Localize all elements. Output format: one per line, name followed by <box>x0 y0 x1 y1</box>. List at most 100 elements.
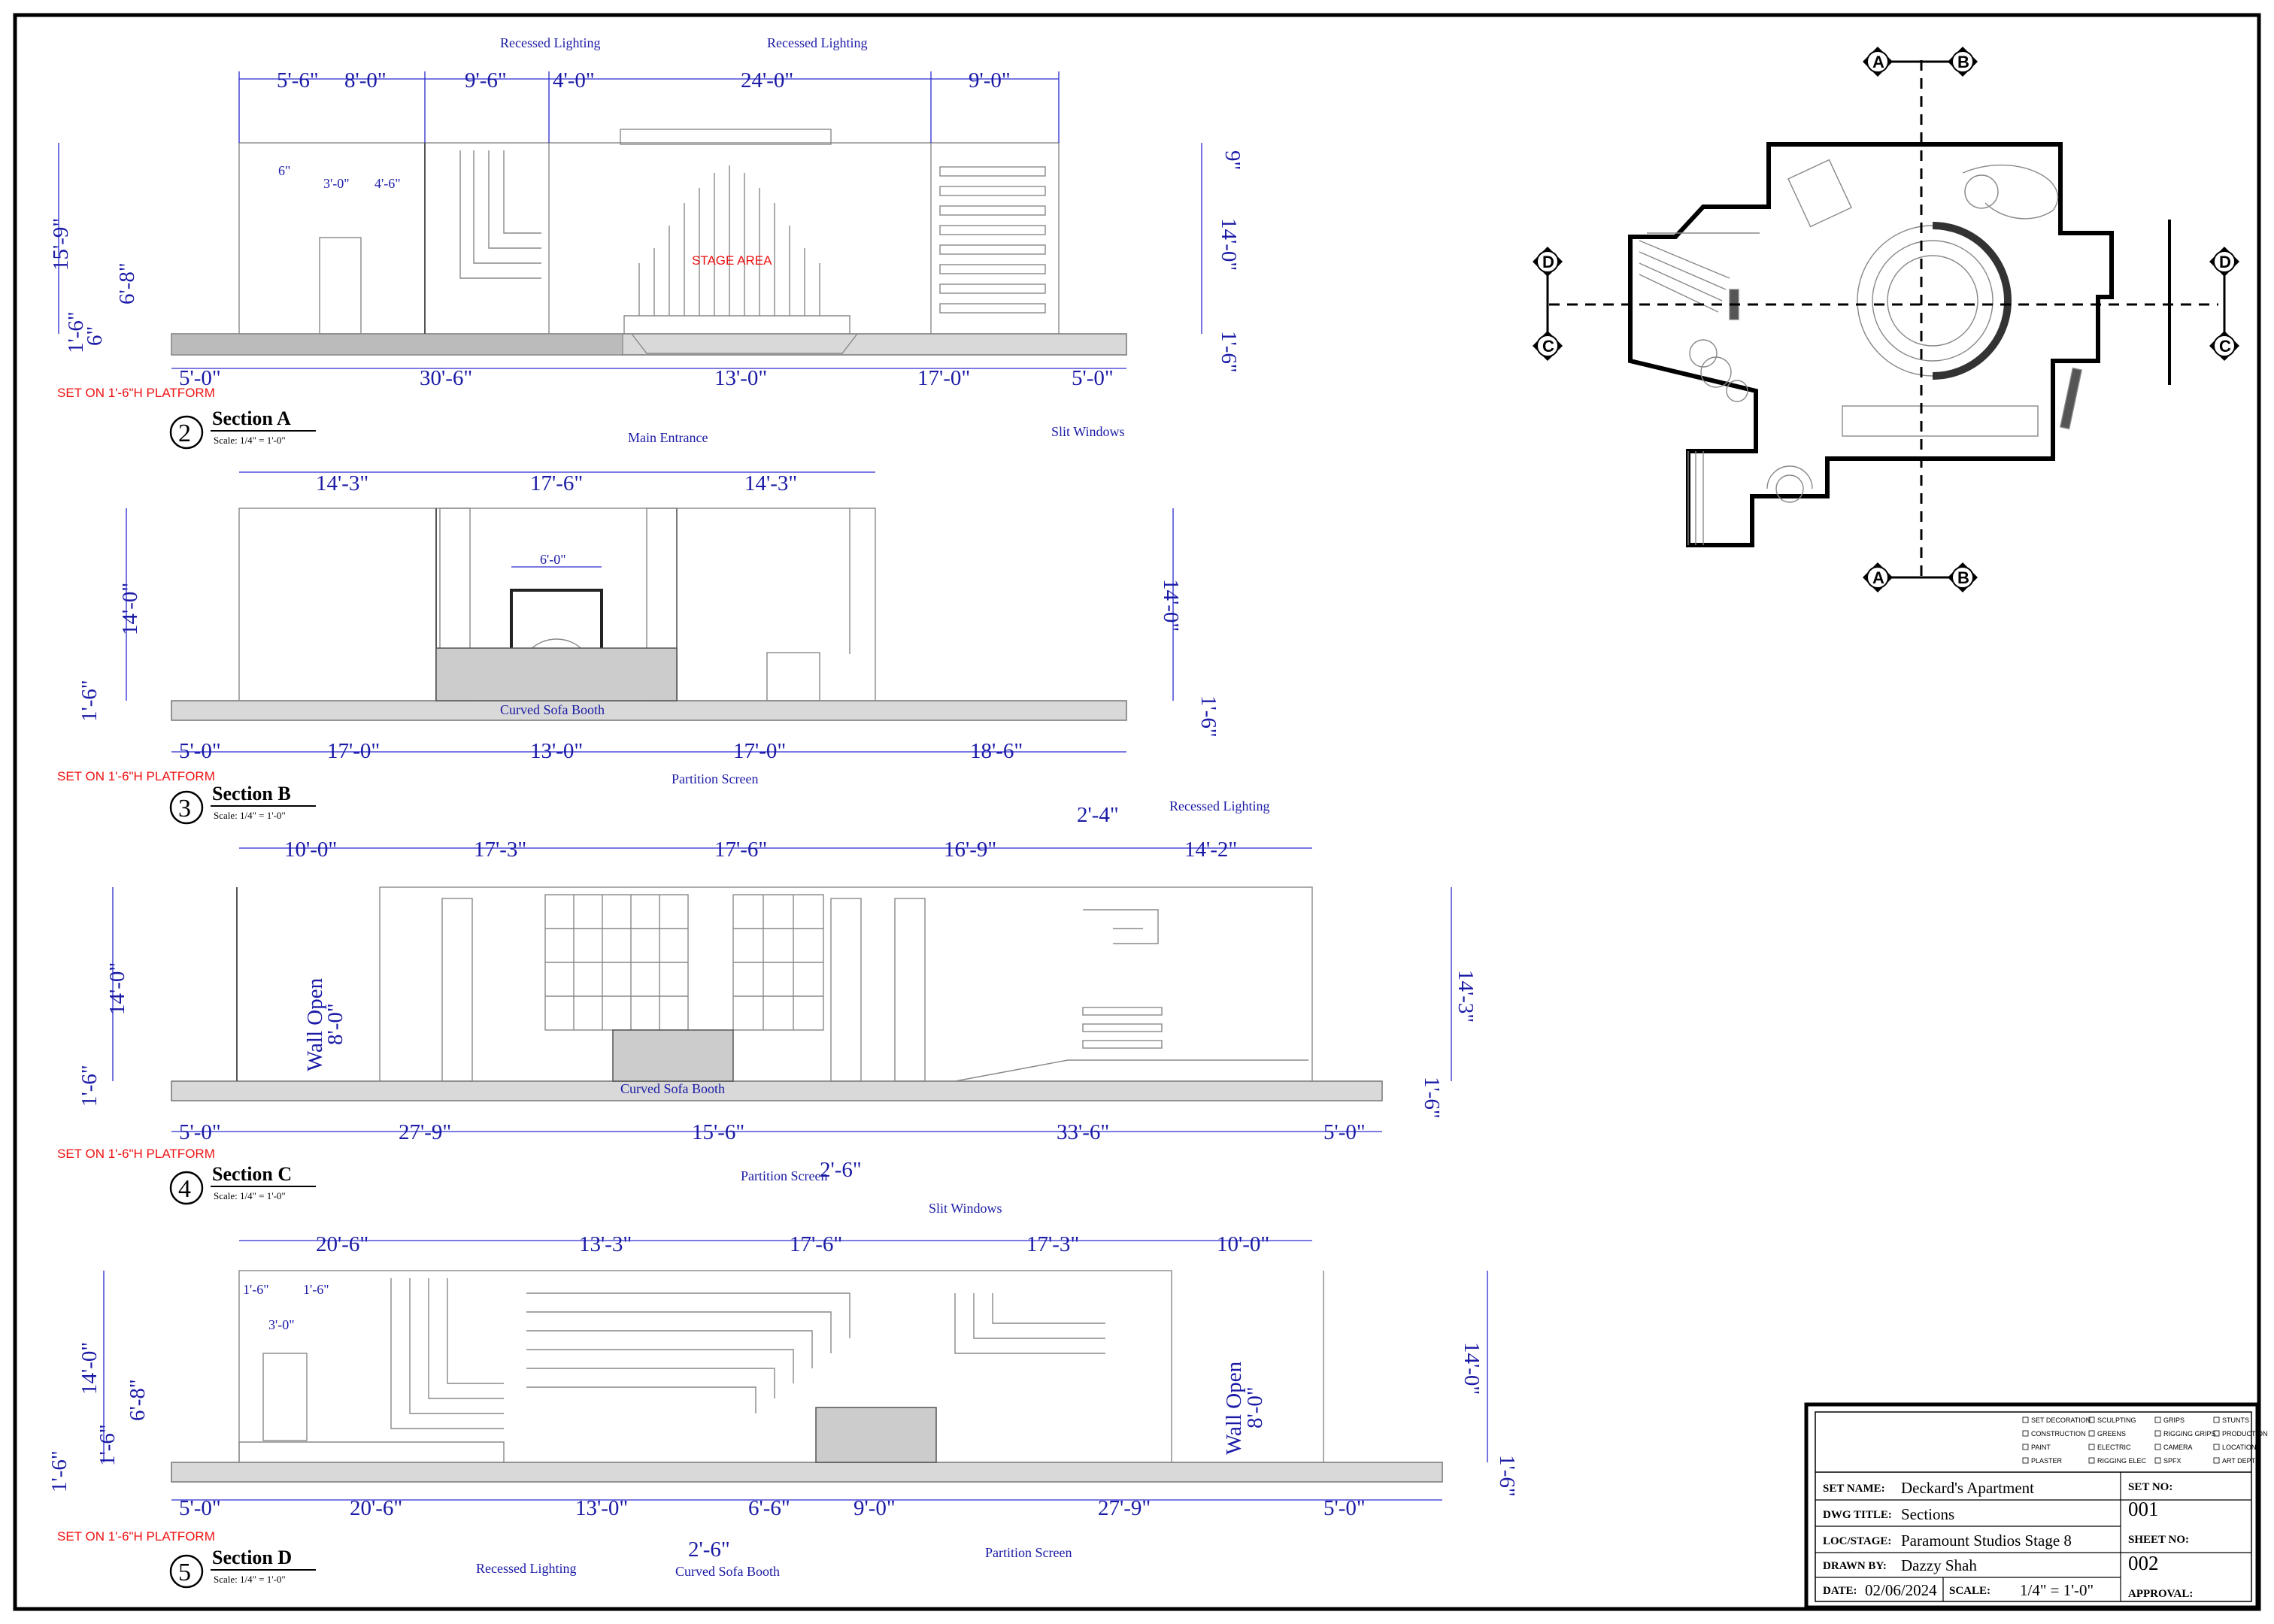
section-a-note-recessed: Recessed Lighting <box>767 35 867 50</box>
department-label: STUNTS <box>2222 1416 2249 1424</box>
section-a-bottom-dim: 5'-0" <box>179 366 221 390</box>
section-c-wall-open-dim: 8'-0" <box>323 1003 347 1045</box>
section-a-label: 2 Section A Scale: 1/4" = 1'-0" <box>169 408 316 450</box>
section-b-top-dim: 14'-3" <box>316 471 368 495</box>
section-b-label: 3 Section B Scale: 1/4" = 1'-0" <box>169 783 316 825</box>
section-c-right-dim: 1'-6" <box>1420 1077 1444 1119</box>
section-d-bottom-dim: 5'-0" <box>179 1496 221 1520</box>
section-d-platform <box>171 1462 1443 1483</box>
department-label: CAMERA <box>2163 1444 2193 1451</box>
department-label: GREENS <box>2097 1430 2126 1438</box>
department-label: LOCATIONS <box>2222 1444 2260 1451</box>
section-a-top-dim: 8'-0" <box>344 68 387 92</box>
section-c-platform-note: SET ON 1'-6"H PLATFORM <box>57 1147 215 1161</box>
tb-date: 02/06/2024 <box>1865 1581 1937 1599</box>
section-a-bottom-dim: 13'-0" <box>714 366 767 390</box>
tb-sheet-no: 002 <box>2128 1552 2159 1574</box>
section-c-top-dim: 2'-4" <box>1077 803 1119 827</box>
department-checkbox <box>2213 1457 2220 1464</box>
section-d-left-dim: 1'-6" <box>96 1424 120 1466</box>
cut-marker-d-left: D <box>1533 247 1563 277</box>
section-d-platform-note: SET ON 1'-6"H PLATFORM <box>57 1529 215 1544</box>
department-checkbox <box>2022 1457 2029 1464</box>
section-c-drawing <box>112 847 1452 1132</box>
svg-text:5: 5 <box>178 1559 191 1586</box>
section-b-right-dim: 1'-6" <box>1196 695 1220 738</box>
svg-text:B: B <box>1957 53 1969 71</box>
svg-text:2: 2 <box>178 420 191 447</box>
svg-text:C: C <box>1542 337 1554 356</box>
department-checkbox <box>2213 1444 2220 1450</box>
section-b-drawing <box>126 471 1174 753</box>
department-checkbox <box>2088 1457 2095 1464</box>
department-checkbox <box>2154 1444 2161 1450</box>
section-d-note-slit: Slit Windows <box>929 1201 1002 1216</box>
section-a-left-dim: 6" <box>83 326 107 346</box>
tb-dwg-title: Sections <box>1901 1505 1954 1523</box>
section-a-right-dim: 1'-6" <box>1217 331 1241 373</box>
section-d-wall-open-dim: 8'-0" <box>1243 1386 1267 1429</box>
title-block <box>1804 1402 2260 1610</box>
svg-text:Scale: 1/4" = 1'-0": Scale: 1/4" = 1'-0" <box>214 1190 286 1201</box>
section-d-right-dim: 14'-0" <box>1460 1342 1484 1395</box>
department-checkbox <box>2154 1416 2161 1423</box>
section-c-sofa-booth <box>612 1029 734 1082</box>
section-a-outline <box>238 142 1060 335</box>
svg-text:B: B <box>1957 568 1969 587</box>
tb-drawn-label: DRAWN BY: <box>1823 1560 1887 1572</box>
department-checkbox <box>2088 1416 2095 1423</box>
section-b-top-dim: 17'-6" <box>530 471 583 495</box>
section-a-left-dim: 6'-8" <box>115 262 139 304</box>
tb-sheet-no-label: SHEET NO: <box>2128 1534 2189 1546</box>
section-d-outline <box>238 1270 1172 1463</box>
section-b-small-dim: 6'-0" <box>540 552 566 567</box>
tb-dwg-title-label: DWG TITLE: <box>1823 1509 1892 1521</box>
cut-marker-a-bottom: A <box>1863 562 1893 592</box>
department-label: SET DECORATION <box>2031 1416 2091 1424</box>
tb-scale: 1/4" = 1'-0" <box>2020 1581 2094 1599</box>
section-a-platform-note: SET ON 1'-6"H PLATFORM <box>57 386 215 400</box>
section-d-top-dim: 17'-6" <box>790 1232 842 1256</box>
section-c-left-dim: 1'-6" <box>77 1065 102 1107</box>
cut-marker-a-top: A <box>1863 47 1893 77</box>
svg-text:4: 4 <box>178 1175 191 1203</box>
department-label: PLASTER <box>2031 1457 2063 1465</box>
section-c-top-dim: 10'-0" <box>284 838 337 862</box>
svg-text:Section B: Section B <box>212 783 291 804</box>
department-checkbox <box>2154 1430 2161 1437</box>
section-d-right-dim: 1'-6" <box>1495 1455 1519 1497</box>
section-a-top-dim: 9'-6" <box>465 68 507 92</box>
tb-set-name: Deckard's Apartment <box>1901 1479 2034 1497</box>
tb-approval-label: APPROVAL: <box>2128 1588 2193 1600</box>
section-d-bottom-dim: 9'-0" <box>854 1496 896 1520</box>
department-checkbox <box>2088 1430 2095 1437</box>
department-checkbox <box>2213 1430 2220 1437</box>
section-a-drawing <box>58 71 1202 369</box>
department-label: ART DEPT <box>2222 1457 2256 1465</box>
section-c-bottom-dim: 15'-6" <box>692 1120 744 1144</box>
section-d-sofa-booth <box>815 1407 937 1463</box>
svg-text:Scale: 1/4" = 1'-0": Scale: 1/4" = 1'-0" <box>214 810 286 821</box>
section-a-top-dim: 9'-0" <box>969 68 1011 92</box>
section-c-note-partition: Partition Screen <box>741 1168 827 1183</box>
section-d-label: 5 Section D Scale: 1/4" = 1'-0" <box>169 1547 316 1589</box>
section-c-bottom-dim: 2'-6" <box>820 1158 862 1182</box>
svg-text:Scale: 1/4" = 1'-0": Scale: 1/4" = 1'-0" <box>214 435 286 446</box>
section-b-right-dim: 14'-0" <box>1159 579 1183 632</box>
section-a-right-dim: 9" <box>1220 150 1245 170</box>
section-c-top-dim: 17'-3" <box>474 838 526 862</box>
department-checkbox <box>2154 1457 2161 1464</box>
section-a-bottom-dim: 30'-6" <box>420 366 472 390</box>
cut-marker-d-right: D <box>2209 247 2239 277</box>
department-checkbox <box>2022 1416 2029 1423</box>
plan-outline <box>1628 142 2114 547</box>
svg-text:Scale: 1/4" = 1'-0": Scale: 1/4" = 1'-0" <box>214 1574 286 1585</box>
section-b-platform-note: SET ON 1'-6"H PLATFORM <box>57 769 215 783</box>
section-d-small-dim: 1'-6" <box>303 1282 329 1297</box>
section-a-top-dim: 5'-6" <box>277 68 319 92</box>
section-c-top-dim: 16'-9" <box>944 838 996 862</box>
section-a-top-dim: 4'-0" <box>553 68 595 92</box>
cut-marker-c-right: C <box>2209 331 2239 361</box>
section-b-note-partition: Partition Screen <box>672 771 758 786</box>
